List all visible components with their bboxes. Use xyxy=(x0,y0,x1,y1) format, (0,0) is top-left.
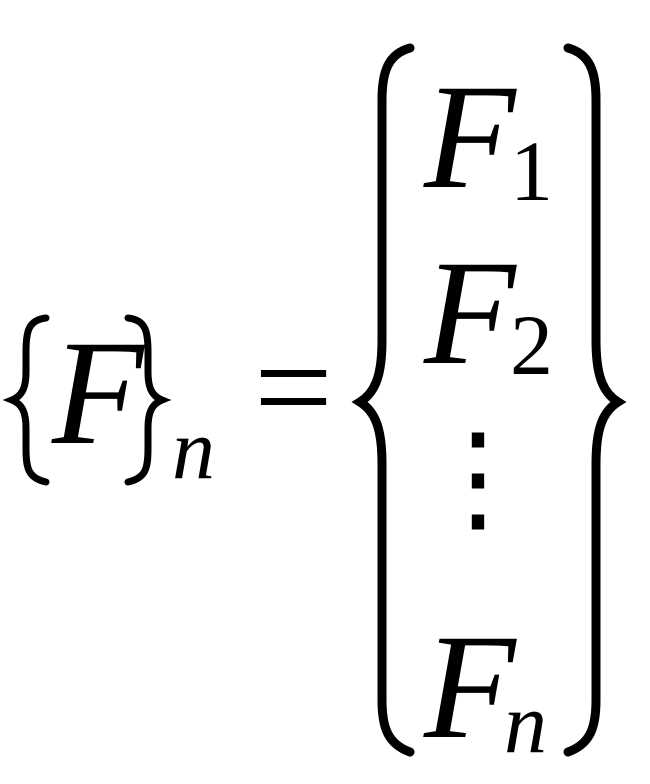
vector-right-brace xyxy=(563,43,627,757)
vector-entry-2-symbol: F xyxy=(424,230,516,396)
vector-vertical-ellipsis: ⋮ xyxy=(418,411,538,544)
vector-left-brace xyxy=(351,43,415,757)
vector-entry-n-symbol: F xyxy=(424,604,516,770)
lhs-symbol: F xyxy=(52,310,144,476)
vector-entry-1-symbol: F xyxy=(424,54,516,220)
lhs-subscript: n xyxy=(172,401,215,497)
vector-entry-1-subscript: 1 xyxy=(510,123,553,219)
lhs-left-brace xyxy=(2,314,50,486)
vector-entry-2-subscript: 2 xyxy=(510,297,553,393)
vector-entry-n-subscript: n xyxy=(504,675,547,771)
equals-sign: = xyxy=(254,310,333,465)
lhs-right-brace xyxy=(124,314,172,486)
